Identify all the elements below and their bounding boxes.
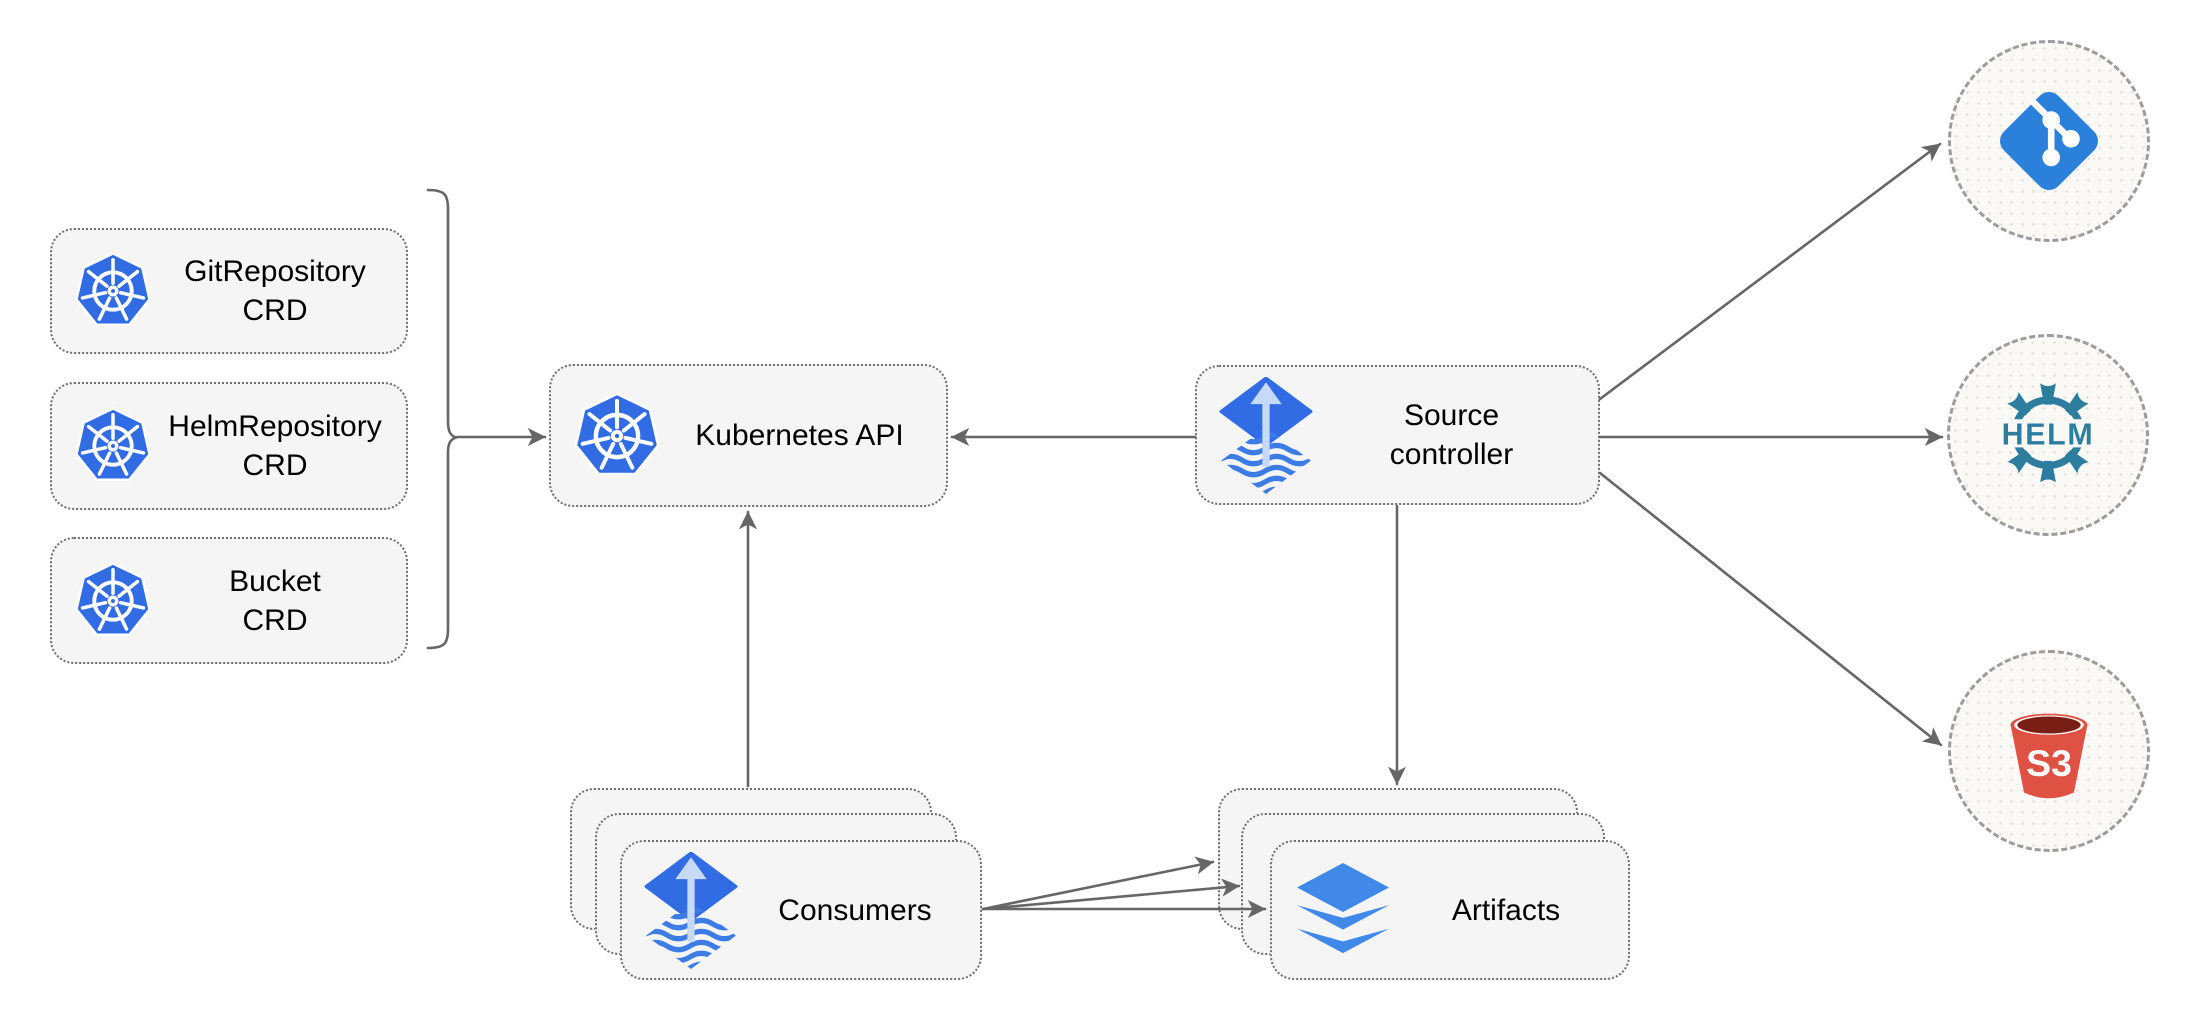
kubernetes-api-label: Kubernetes API	[695, 419, 904, 452]
source-controller-node: Source controller	[1195, 365, 1600, 505]
artifacts-label: Artifacts	[1451, 893, 1561, 927]
helm-icon	[1986, 381, 2110, 489]
kubernetes-icon	[74, 252, 152, 327]
git-endpoint-node	[1948, 40, 2150, 242]
bucket-crd-node: Bucket CRD	[50, 537, 408, 664]
gitrepository-crd-label: GitRepository CRD	[184, 255, 366, 327]
s3-endpoint-node	[1948, 650, 2150, 852]
consumers-node: Consumers	[620, 840, 982, 980]
kubernetes-api-node: Kubernetes API	[549, 364, 948, 507]
s3-bucket-icon	[2010, 713, 2088, 799]
gitrepository-crd-node: GitRepository CRD	[50, 228, 408, 354]
edge-consumers-to-artifacts	[981, 856, 1215, 911]
kubernetes-icon	[573, 392, 661, 480]
edge-consumers-to-artifacts	[981, 878, 1241, 911]
source-controller-label: Source controller	[1389, 399, 1514, 471]
kubernetes-icon	[74, 407, 152, 482]
flux-icon	[644, 852, 738, 969]
helm-endpoint-node	[1947, 334, 2149, 536]
helmrepository-crd-node: HelmRepository CRD	[50, 382, 408, 510]
crd-group-brace	[426, 188, 461, 650]
artifacts-node: Artifacts	[1270, 840, 1630, 980]
layers-icon	[1296, 862, 1390, 954]
bucket-crd-label: Bucket CRD	[229, 564, 321, 637]
edge-source-controller-to-s3	[1598, 471, 1943, 747]
helmrepository-crd-label: HelmRepository CRD	[168, 410, 382, 482]
consumers-label: Consumers	[778, 893, 932, 927]
kubernetes-icon	[74, 561, 152, 637]
edge-source-controller-to-git	[1598, 142, 1942, 401]
flux-icon	[1219, 377, 1313, 494]
git-icon	[1994, 86, 2104, 196]
